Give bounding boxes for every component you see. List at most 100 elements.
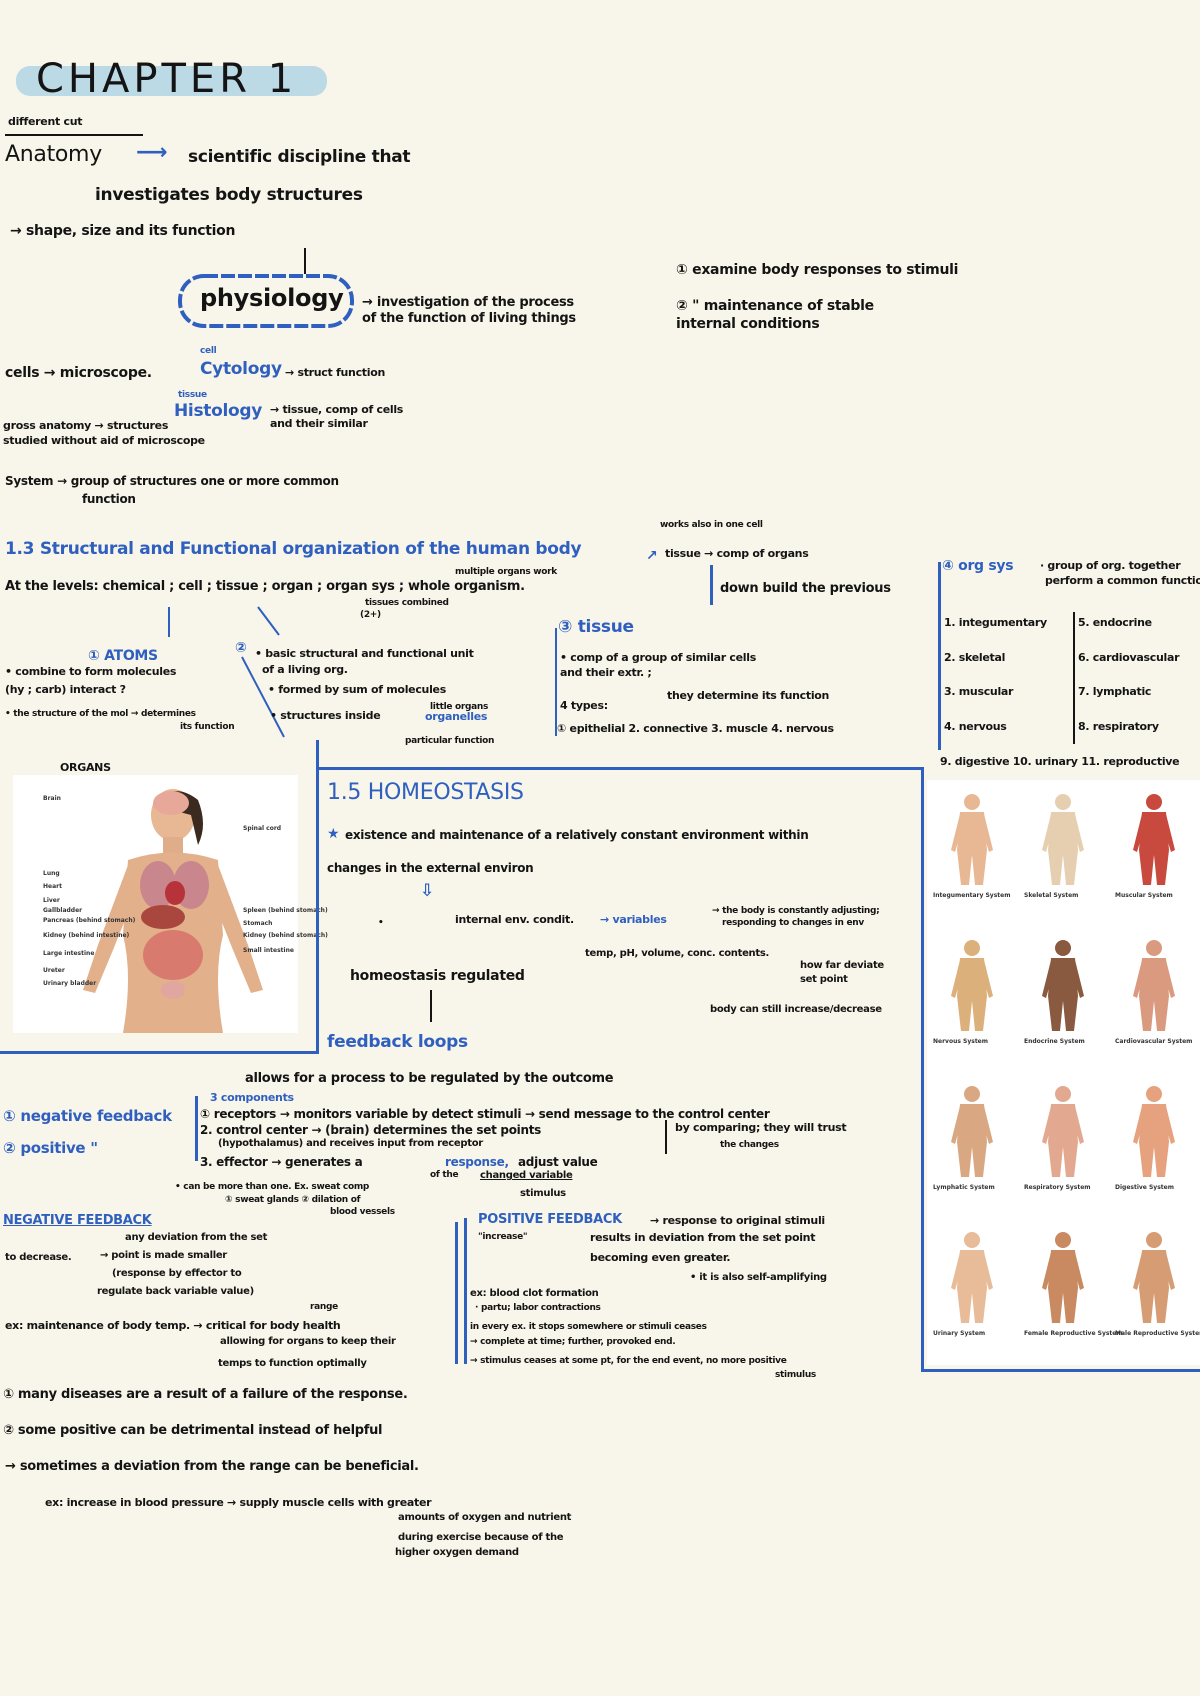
anatomy-def: → shape, size and its function xyxy=(10,223,236,239)
system-caption: Nervous System xyxy=(933,1038,989,1045)
system-caption: Endocrine System xyxy=(1024,1038,1085,1045)
organ-label: Liver xyxy=(43,897,60,904)
organ-label: Kidney (behind stomach) xyxy=(243,932,328,939)
homeostasis-note: body can still increase/decrease xyxy=(710,1004,882,1015)
bottom-example: amounts of oxygen and nutrient xyxy=(398,1512,572,1523)
system-figure: Integumentary System xyxy=(927,780,1018,926)
physiology-def: of the function of living things xyxy=(362,311,576,326)
system-figure: Nervous System xyxy=(927,926,1018,1072)
homeostasis-heading: 1.5 HOMEOSTASIS xyxy=(327,780,524,805)
organ-label: Kidney (behind intestine) xyxy=(43,932,130,939)
system-caption: Female Reproductive System xyxy=(1024,1330,1123,1337)
gross-anatomy: studied without aid of microscope xyxy=(3,434,205,447)
positive-feedback-heading: POSITIVE FEEDBACK xyxy=(478,1212,622,1227)
cell-note: particular function xyxy=(405,736,495,746)
homeostasis-def: changes in the external environ xyxy=(327,861,534,875)
atoms-note: (hy ; carb) interact ? xyxy=(5,683,126,696)
component-control-center: 2. control center → (brain) determines t… xyxy=(200,1123,541,1137)
tissue-note: and their extr. ; xyxy=(560,666,652,679)
tissue-heading: ③ tissue xyxy=(558,617,634,637)
homeostasis-def: existence and maintenance of a relativel… xyxy=(345,828,809,842)
body-figure xyxy=(1042,1232,1084,1323)
homeostasis-note: responding to changes in env xyxy=(722,918,864,928)
organ-label: Stomach xyxy=(243,920,273,927)
homeostasis-note: temp, pH, volume, conc. contents. xyxy=(585,948,770,959)
orgsys-divider xyxy=(938,562,941,750)
arrow-icon xyxy=(257,606,280,636)
atoms-note: • the structure of the mol → determines xyxy=(5,709,196,719)
positive-feedback-example: → stimulus ceases at some pt, for the en… xyxy=(470,1356,787,1366)
orgsys-item: 9. digestive 10. urinary 11. reproductiv… xyxy=(940,755,1180,768)
orgsys-item: 5. endocrine xyxy=(1078,616,1152,629)
cell-number: ② xyxy=(235,640,247,656)
organ-label: Lung xyxy=(43,870,60,877)
positive-feedback-example: stimulus xyxy=(775,1370,816,1380)
orgsys-heading: ④ org sys xyxy=(942,558,1014,574)
negative-feedback-note: (response by effector to xyxy=(112,1268,242,1279)
star-icon: ★ xyxy=(327,826,340,842)
system-figure: Cardiovascular System xyxy=(1109,926,1200,1072)
orgsys-item: 7. lymphatic xyxy=(1078,685,1152,698)
divider-line xyxy=(241,656,285,738)
positive-feedback-note: "increase" xyxy=(478,1232,528,1242)
orgsys-item: 1. integumentary xyxy=(944,616,1047,629)
organ-label: Spinal cord xyxy=(243,825,282,832)
tissue-note: • comp of a group of similar cells xyxy=(560,651,756,664)
histology-def: and their similar xyxy=(270,417,368,430)
component-effector: 3. effector → generates a xyxy=(200,1155,363,1169)
homeostasis-note: homeostasis regulated xyxy=(350,968,525,984)
homeostasis-note: how far deviate xyxy=(800,960,884,971)
organ-label: Pancreas (behind stomach) xyxy=(43,917,136,924)
orgsys-def: perform a common function xyxy=(1045,574,1200,587)
organs-illustration: Brain Lung Heart Liver Gallbladder Pancr… xyxy=(13,775,328,1033)
bottom-example: ex: increase in blood pressure → supply … xyxy=(45,1496,432,1509)
body-figure xyxy=(1133,940,1175,1031)
tissue-note: they determine its function xyxy=(667,689,830,702)
control-center-note: the changes xyxy=(720,1140,779,1150)
physiology-point: ① examine body responses to stimuli xyxy=(676,262,959,278)
cell-note: of a living org. xyxy=(262,663,348,676)
cell-note: • structures inside xyxy=(270,709,381,722)
body-figure xyxy=(1133,794,1175,885)
system-caption: Cardiovascular System xyxy=(1115,1038,1193,1045)
tissue-note: 4 types: xyxy=(560,699,608,712)
organs-label: ORGANS xyxy=(60,761,111,774)
build-note: down build the previous xyxy=(720,581,891,596)
effector-note: blood vessels xyxy=(330,1207,395,1217)
stimulus-note: stimulus xyxy=(520,1188,566,1199)
page-title: CHAPTER 1 xyxy=(36,56,298,102)
histology-note: tissue xyxy=(178,390,207,400)
cell-note: • formed by sum of molecules xyxy=(268,683,446,696)
system-figure: Respiratory System xyxy=(1018,1072,1109,1218)
negative-feedback-example: temps to function optimally xyxy=(218,1358,367,1369)
atoms-heading: ① ATOMS xyxy=(88,648,158,664)
effector-note: • can be more than one. Ex. sweat comp xyxy=(175,1182,370,1192)
body-figure xyxy=(951,940,993,1031)
organ-label: Spleen (behind stomach) xyxy=(243,907,328,914)
anatomy-def: investigates body structures xyxy=(95,185,363,205)
component-effector: of the xyxy=(430,1170,459,1180)
arrow-down-icon: ⇩ xyxy=(420,881,434,901)
organ-label: Heart xyxy=(43,883,62,890)
bullet: • xyxy=(378,918,384,928)
component-receptors: ① receptors → monitors variable by detec… xyxy=(200,1107,770,1121)
organ-label: Ureter xyxy=(43,967,65,974)
bottom-note: ① many diseases are a result of a failur… xyxy=(3,1387,408,1402)
variables-term: → variables xyxy=(600,913,667,926)
arrow-down-icon xyxy=(168,607,170,637)
box-border xyxy=(316,767,924,770)
system-figure: Female Reproductive System xyxy=(1018,1218,1123,1364)
tissue-divider xyxy=(555,628,557,736)
box-border xyxy=(0,1051,319,1054)
system-figure: Skeletal System xyxy=(1018,780,1109,926)
body-figure xyxy=(1133,1232,1175,1323)
positive-feedback-example: ex: blood clot formation xyxy=(470,1288,599,1299)
orgsys-item: 8. respiratory xyxy=(1078,720,1159,733)
bottom-note: ② some positive can be detrimental inste… xyxy=(3,1423,383,1438)
anatomy-term: Anatomy xyxy=(5,142,102,167)
feedback-loops-heading: feedback loops xyxy=(327,1032,468,1052)
organ-label: Brain xyxy=(43,795,61,802)
orgsys-item: 2. skeletal xyxy=(944,651,1006,664)
divider-line xyxy=(455,1222,458,1364)
arrow-icon: ↗ xyxy=(646,548,658,564)
